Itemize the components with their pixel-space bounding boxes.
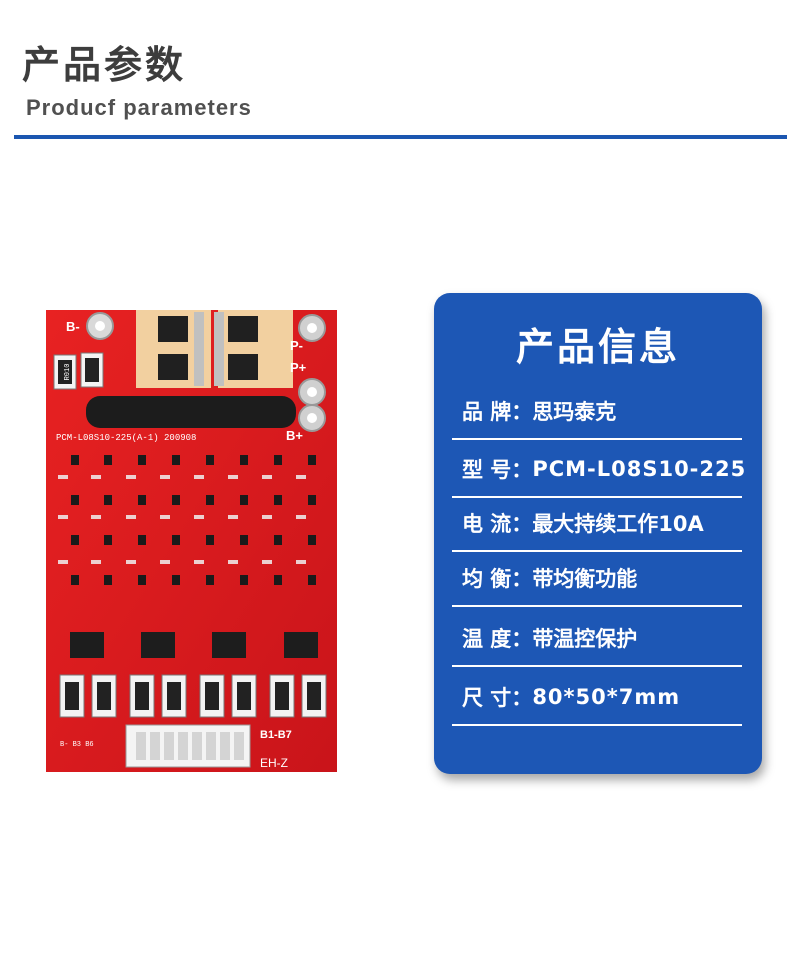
- spec-row-brand: 品 牌： 思玛泰克: [452, 384, 742, 440]
- silk-b1b7: B1-B7: [260, 729, 292, 741]
- spec-row-balance: 均 衡： 带均衡功能: [452, 551, 742, 607]
- silk-bplus: B+: [286, 428, 303, 443]
- header-divider: [14, 135, 787, 139]
- spec-key-brand: 品 牌：: [462, 400, 533, 424]
- spec-row-size: 尺 寸： 80*50*7mm: [452, 670, 742, 726]
- silk-pminus: P-: [290, 338, 303, 353]
- product-info-card: 产品信息 品 牌： 思玛泰克 型 号： PCM-L08S10-225 电 流： …: [434, 293, 762, 774]
- silk-ehz: EH-Z: [260, 756, 288, 770]
- spec-key-temperature: 温 度：: [462, 627, 533, 651]
- silk-bminus: B-: [66, 319, 80, 334]
- spec-row-current: 电 流： 最大持续工作10A: [452, 496, 742, 552]
- spec-value-brand: 思玛泰克: [532, 400, 617, 424]
- card-title: 产品信息: [515, 325, 680, 369]
- spec-key-current: 电 流：: [462, 512, 533, 536]
- page-title-chinese: 产品参数: [22, 43, 187, 87]
- spec-value-balance: 带均衡功能: [532, 567, 638, 591]
- silk-b-b3-b6: B- B3 B6: [60, 741, 94, 749]
- spec-row-temperature: 温 度： 带温控保护: [452, 611, 742, 667]
- pcb-board-image: B- R010 P- P+ B+ PCM-L08S10-225(A-1) 200…: [46, 310, 337, 772]
- spec-key-balance: 均 衡：: [462, 567, 533, 591]
- spec-value-model: PCM-L08S10-225: [532, 457, 747, 481]
- spec-row-model: 型 号： PCM-L08S10-225: [452, 442, 745, 498]
- silk-model: PCM-L08S10-225(A-1) 200908: [56, 433, 196, 443]
- spec-value-temperature: 带温控保护: [532, 627, 638, 651]
- page-title-english: Producf parameters: [26, 95, 252, 120]
- silk-r010: R010: [64, 364, 72, 381]
- spec-key-size: 尺 寸：: [462, 686, 533, 710]
- spec-key-model: 型 号：: [462, 458, 533, 482]
- spec-value-current: 最大持续工作10A: [532, 512, 704, 536]
- silk-pplus: P+: [290, 360, 307, 375]
- spec-value-size: 80*50*7mm: [532, 685, 681, 709]
